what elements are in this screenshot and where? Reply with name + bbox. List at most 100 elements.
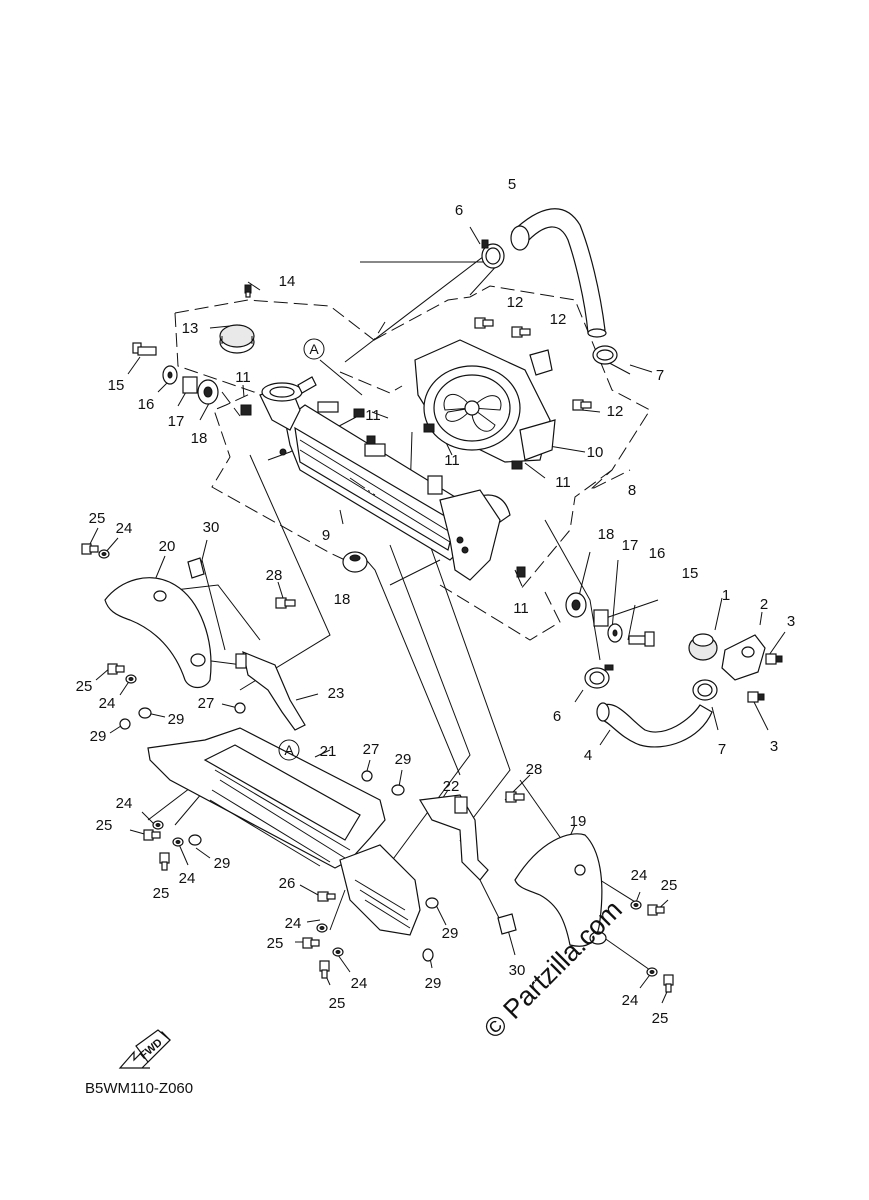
bolt-15-left [132,342,157,356]
radiator-guard [147,727,421,936]
hose-clamp-7-upper [592,345,618,365]
callout-17: 17 [168,413,185,430]
radiator-core [259,376,511,581]
callout-24: 24 [116,795,133,812]
callout-15: 15 [682,565,699,582]
clip-30-left [187,557,205,579]
screw-14 [244,284,252,298]
part-callouts: 1 2 3 3 4 5 6 6 7 7 8 9 10 11 11 11 11 1… [76,176,796,1027]
hose-clamp-6-lower [584,664,614,689]
side-cover-left [104,577,212,689]
thermostat-cover [721,634,766,681]
callout-14: 14 [279,273,296,290]
callout-11: 11 [444,452,460,469]
callout-18: 18 [191,430,208,447]
callout-29: 29 [425,975,442,992]
fwd-arrow-icon: FWD [118,1029,171,1069]
callout-6: 6 [455,202,463,219]
callout-11: 11 [555,474,571,491]
callout-3: 3 [787,613,795,630]
fan-assembly [414,339,556,463]
clip-30-right [497,913,517,935]
callout-6: 6 [553,708,561,725]
diagram-code: B5WM110-Z060 [85,1080,193,1097]
collar-17-right [593,609,609,627]
callout-12: 12 [507,294,524,311]
callout-30: 30 [203,519,220,536]
callout-11: 11 [235,369,251,386]
callout-24: 24 [622,992,639,1009]
callout-24: 24 [179,870,196,887]
callout-7: 7 [656,367,664,384]
bolt-15-right [628,631,655,647]
thermostat [688,633,718,661]
callout-16: 16 [138,396,155,413]
callout-24: 24 [631,867,648,884]
callout-4: 4 [584,747,592,764]
callout-28: 28 [526,761,543,778]
callout-27: 27 [198,695,215,712]
callout-12: 12 [550,311,567,328]
callout-8: 8 [628,482,636,499]
ref-marker-a-lower: A [278,739,300,761]
callout-11: 11 [365,407,381,424]
callout-25: 25 [661,877,678,894]
bracket-22 [419,794,489,881]
assembly-outline [174,285,651,641]
callout-29: 29 [442,925,459,942]
callout-12: 12 [607,403,624,420]
collar-17-left [182,376,198,394]
callout-30: 30 [509,962,526,979]
callout-21: 21 [320,743,337,760]
damper-18-left [197,379,219,405]
bolt-3-b [747,691,765,703]
bracket-23 [235,651,306,731]
callout-25: 25 [96,817,113,834]
callout-15: 15 [108,377,125,394]
washer-16-left [162,365,178,385]
callout-28: 28 [266,567,283,584]
callout-24: 24 [285,915,302,932]
callout-25: 25 [89,510,106,527]
damper-18-center [342,551,368,573]
callout-25: 25 [267,935,284,952]
fasteners [81,543,674,993]
hose-clamp-7-lower [692,679,718,701]
side-cover-right [514,833,607,947]
callout-29: 29 [214,855,231,872]
callout-3: 3 [770,738,778,755]
callout-25: 25 [76,678,93,695]
callout-7: 7 [718,741,726,758]
callout-25: 25 [329,995,346,1012]
callout-18: 18 [598,526,615,543]
hose-clamp-6-upper [481,239,505,269]
callout-25: 25 [652,1010,669,1027]
washer-16-right [607,623,623,643]
callout-1: 1 [722,587,730,604]
bolts-12 [474,317,592,411]
radiator-cap [219,324,255,354]
callout-29: 29 [395,751,412,768]
callout-2: 2 [760,596,768,613]
callout-10: 10 [587,444,604,461]
callout-20: 20 [159,538,176,555]
callout-29: 29 [168,711,185,728]
damper-18-right [565,592,587,618]
callout-24: 24 [351,975,368,992]
callout-13: 13 [182,320,199,337]
svg-text:A: A [309,341,319,357]
callout-23: 23 [328,685,345,702]
callout-18: 18 [334,591,351,608]
callout-9: 9 [322,527,330,544]
callout-22: 22 [443,778,460,795]
bolt-3-a [765,653,783,665]
callout-24: 24 [99,695,116,712]
callout-17: 17 [622,537,639,554]
callout-5: 5 [508,176,516,193]
callout-24: 24 [116,520,133,537]
callout-19: 19 [570,813,587,830]
callout-26: 26 [279,875,296,892]
lower-hose [596,702,713,748]
grommets-11 [240,404,526,578]
